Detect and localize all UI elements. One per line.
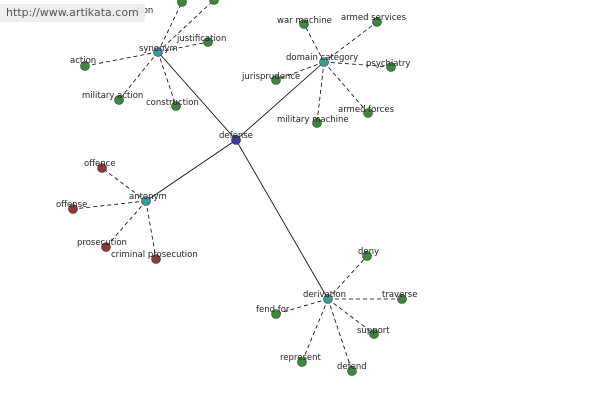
node-armed-forces[interactable] bbox=[363, 108, 373, 118]
category-label-synonym: synonym bbox=[139, 44, 178, 54]
edge-synonym-tion bbox=[157, 1, 183, 53]
node-criminal-prosecution[interactable] bbox=[151, 254, 161, 264]
label-military-action: military action bbox=[82, 91, 143, 101]
edge-synonym-unlabeled bbox=[157, 0, 215, 53]
node-defend[interactable] bbox=[347, 366, 357, 376]
edge-derivation-represent bbox=[301, 298, 329, 363]
category-label-derivation: derivation bbox=[303, 290, 346, 300]
label-offence: offence bbox=[84, 159, 116, 169]
edge-domain-category-jurisprudence bbox=[275, 61, 325, 81]
center-label: defense bbox=[219, 131, 253, 141]
node-offense[interactable] bbox=[68, 204, 78, 214]
label-prosecution: prosecution bbox=[77, 238, 127, 248]
category-node-domain-category[interactable] bbox=[319, 57, 329, 67]
category-label-domain-category: domain category bbox=[286, 53, 358, 63]
edge-center-antonym bbox=[145, 139, 237, 202]
label-traverse: traverse bbox=[382, 290, 417, 300]
edge-synonym-action bbox=[84, 51, 159, 67]
label-support: support bbox=[357, 326, 390, 336]
node-armed-services[interactable] bbox=[372, 17, 382, 27]
edge-domain-category-war-machine bbox=[303, 23, 325, 63]
node-offence[interactable] bbox=[97, 163, 107, 173]
category-node-synonym[interactable] bbox=[153, 47, 163, 57]
node-tion[interactable] bbox=[177, 0, 187, 7]
node-traverse[interactable] bbox=[397, 294, 407, 304]
node-deny[interactable] bbox=[362, 251, 372, 261]
label-construction: construction bbox=[146, 98, 199, 108]
edge-synonym-military-action bbox=[118, 51, 159, 101]
node-military-machine[interactable] bbox=[312, 118, 322, 128]
label-defend: defend bbox=[337, 362, 367, 372]
label-justification: justification bbox=[176, 34, 226, 44]
node-support[interactable] bbox=[369, 329, 379, 339]
label-deny: deny bbox=[358, 247, 379, 257]
label-jurisprudence: jurisprudence bbox=[241, 72, 300, 82]
label-military-machine: military machine bbox=[277, 115, 349, 125]
label-psychiatry: psychiatry bbox=[366, 59, 410, 69]
node-action[interactable] bbox=[80, 61, 90, 71]
center-node[interactable] bbox=[231, 135, 241, 145]
site-url-watermark[interactable]: http://www.artikata.com bbox=[0, 4, 145, 22]
node-psychiatry[interactable] bbox=[386, 62, 396, 72]
label-war-machine: war machine bbox=[277, 16, 332, 26]
category-node-antonym[interactable] bbox=[141, 196, 151, 206]
edge-antonym-offence bbox=[101, 167, 147, 202]
edge-antonym-offense bbox=[72, 200, 147, 210]
category-label-antonym: antonym bbox=[129, 192, 167, 202]
node-justification[interactable] bbox=[203, 37, 213, 47]
node-military-action[interactable] bbox=[114, 95, 124, 105]
label-offense: offense bbox=[56, 200, 87, 210]
label-armed-forces: armed forces bbox=[338, 105, 395, 115]
label-criminal-prosecution: criminal prosecution bbox=[111, 250, 198, 260]
edge-synonym-construction bbox=[157, 51, 177, 107]
category-node-derivation[interactable] bbox=[323, 294, 333, 304]
node-unlabeled[interactable] bbox=[209, 0, 219, 5]
label-action: action bbox=[70, 56, 96, 66]
node-war-machine[interactable] bbox=[299, 19, 309, 29]
edge-derivation-deny bbox=[327, 255, 368, 300]
edge-derivation-support bbox=[327, 298, 375, 335]
edge-center-domain-category bbox=[235, 61, 325, 141]
node-prosecution[interactable] bbox=[101, 242, 111, 252]
node-jurisprudence[interactable] bbox=[271, 75, 281, 85]
edge-center-derivation bbox=[235, 139, 329, 300]
edge-domain-category-military-machine bbox=[316, 61, 325, 124]
label-represent: represent bbox=[280, 353, 322, 363]
label-fend-for: fend for bbox=[256, 305, 290, 315]
node-fend-for[interactable] bbox=[271, 309, 281, 319]
label-armed-services: armed services bbox=[341, 13, 407, 23]
edge-derivation-defend bbox=[327, 298, 353, 372]
edge-antonym-prosecution bbox=[105, 200, 147, 248]
label-tion: tion bbox=[137, 6, 153, 16]
edge-center-synonym bbox=[157, 51, 237, 141]
edge-antonym-criminal-prosecution bbox=[145, 200, 157, 260]
node-represent[interactable] bbox=[297, 357, 307, 367]
edge-derivation-fend-for bbox=[275, 298, 329, 315]
edge-domain-category-armed-forces bbox=[323, 61, 369, 114]
node-construction[interactable] bbox=[171, 101, 181, 111]
edge-synonym-justification bbox=[157, 41, 209, 53]
